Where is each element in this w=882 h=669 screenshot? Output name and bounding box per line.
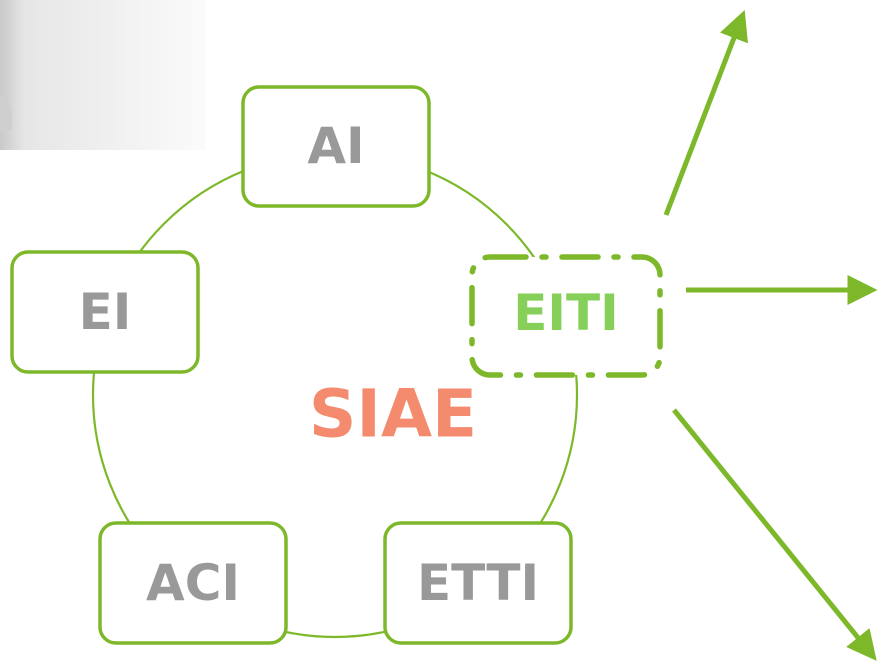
node-eiti-label: EITI <box>513 284 618 342</box>
node-etti-label: ETTI <box>417 554 539 612</box>
background-photo-fragment <box>0 0 206 150</box>
arrow-down-right <box>672 408 877 661</box>
node-eiti: EITI <box>469 254 663 378</box>
node-ai: AI <box>241 85 431 208</box>
node-etti: ETTI <box>383 521 573 645</box>
node-aci-label: ACI <box>146 554 240 612</box>
node-ai-label: AI <box>307 117 364 175</box>
node-aci: ACI <box>98 521 288 645</box>
node-ei-label: EI <box>79 283 132 341</box>
center-label: SIAE <box>309 376 477 453</box>
node-ei: EI <box>10 250 200 374</box>
arrow-up-right <box>663 9 748 216</box>
